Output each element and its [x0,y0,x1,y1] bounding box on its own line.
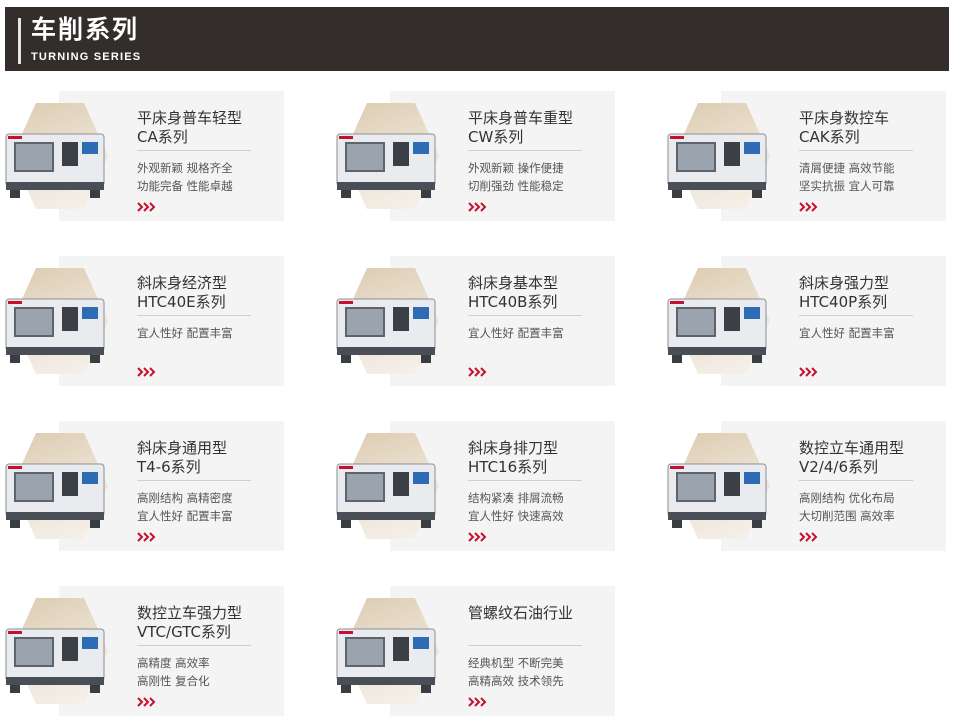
product-feature-line-1: 经典机型 不断完美 [468,656,564,670]
manual-lathe-icon[interactable] [0,116,110,201]
slant-bed-lathe-icon[interactable] [0,446,110,531]
more-arrows-icon[interactable] [799,202,819,212]
product-feature-line-2: 坚实抗振 宜人可靠 [799,179,895,193]
product-feature-line-1: 外观新颖 操作便捷 [468,161,564,175]
heavy-lathe-icon[interactable] [331,116,441,201]
product-card[interactable]: 数控立车通用型 V2/4/6系列 高刚结构 优化布局 大切削范围 高效率 [662,421,960,551]
product-feature-line-1: 高刚结构 高精密度 [137,491,233,505]
more-arrows-icon[interactable] [468,697,488,707]
title-underline [799,315,913,316]
more-arrows-icon[interactable] [799,367,819,377]
product-feature-line-2: 宜人性好 配置丰富 [137,509,233,523]
title-underline [799,480,913,481]
product-series[interactable]: V2/4/6系列 [799,458,878,476]
product-name[interactable]: 平床身普车重型 [468,109,574,127]
banner-divider [18,18,21,64]
gang-tool-lathe-icon[interactable] [331,446,441,531]
product-feature-line-1: 结构紧凑 排屑流畅 [468,491,564,505]
pipe-thread-lathe-icon[interactable] [331,611,441,696]
slant-bed-lathe-icon[interactable] [331,281,441,366]
product-series[interactable]: CW系列 [468,128,524,146]
product-card[interactable]: 数控立车强力型 VTC/GTC系列 高精度 高效率 高刚性 复合化 [0,586,300,716]
product-name[interactable]: 斜床身基本型 [468,274,559,292]
more-arrows-icon[interactable] [137,367,157,377]
product-series[interactable]: HTC16系列 [468,458,548,476]
product-name[interactable]: 数控立车强力型 [137,604,243,622]
product-card[interactable]: 斜床身排刀型 HTC16系列 结构紧凑 排屑流畅 宜人性好 快速高效 [331,421,631,551]
more-arrows-icon[interactable] [137,697,157,707]
title-underline [468,480,582,481]
section-banner: 车削系列 TURNING SERIES [5,7,949,71]
product-card[interactable]: 斜床身经济型 HTC40E系列 宜人性好 配置丰富 [0,256,300,386]
product-feature-line-1: 外观新颖 规格齐全 [137,161,233,175]
product-name[interactable]: 平床身数控车 [799,109,890,127]
slant-bed-lathe-icon[interactable] [662,281,772,366]
product-feature-line-2: 大切削范围 高效率 [799,509,895,523]
product-series[interactable]: CAK系列 [799,128,860,146]
section-title: 车削系列 [31,15,140,44]
title-underline [468,315,582,316]
product-feature-line-1: 宜人性好 配置丰富 [799,326,895,340]
product-series[interactable]: T4-6系列 [137,458,201,476]
product-name[interactable]: 斜床身排刀型 [468,439,559,457]
title-underline [137,150,251,151]
product-card[interactable]: 平床身普车轻型 CA系列 外观新颖 规格齐全 功能完备 性能卓越 [0,91,300,221]
product-feature-line-2: 高刚性 复合化 [137,674,210,688]
product-feature-line-2: 功能完备 性能卓越 [137,179,233,193]
more-arrows-icon[interactable] [468,532,488,542]
title-underline [137,645,251,646]
product-name[interactable]: 斜床身强力型 [799,274,890,292]
title-underline [799,150,913,151]
product-series[interactable]: HTC40P系列 [799,293,888,311]
product-card[interactable]: 斜床身强力型 HTC40P系列 宜人性好 配置丰富 [662,256,960,386]
more-arrows-icon[interactable] [468,202,488,212]
product-name[interactable]: 管螺纹石油行业 [468,604,574,622]
title-underline [468,150,582,151]
product-card[interactable]: 平床身普车重型 CW系列 外观新颖 操作便捷 切削强劲 性能稳定 [331,91,631,221]
slant-bed-lathe-icon[interactable] [0,281,110,366]
product-series[interactable]: CA系列 [137,128,188,146]
product-feature-line-2: 宜人性好 快速高效 [468,509,564,523]
section-subtitle: TURNING SERIES [31,51,142,63]
vertical-lathe-icon[interactable] [662,446,772,531]
product-feature-line-1: 高精度 高效率 [137,656,210,670]
product-feature-line-2: 高精高效 技术领先 [468,674,564,688]
product-feature-line-1: 宜人性好 配置丰富 [468,326,564,340]
product-name[interactable]: 平床身普车轻型 [137,109,243,127]
title-underline [137,480,251,481]
product-card[interactable]: 斜床身基本型 HTC40B系列 宜人性好 配置丰富 [331,256,631,386]
more-arrows-icon[interactable] [137,202,157,212]
product-card[interactable]: 平床身数控车 CAK系列 清屑便捷 高效节能 坚实抗振 宜人可靠 [662,91,960,221]
title-underline [137,315,251,316]
title-underline [468,645,582,646]
more-arrows-icon[interactable] [468,367,488,377]
product-card[interactable]: 管螺纹石油行业 经典机型 不断完美 高精高效 技术领先 [331,586,631,716]
cnc-lathe-icon[interactable] [662,116,772,201]
more-arrows-icon[interactable] [799,532,819,542]
product-series[interactable]: HTC40B系列 [468,293,558,311]
product-feature-line-1: 清屑便捷 高效节能 [799,161,895,175]
product-feature-line-1: 宜人性好 配置丰富 [137,326,233,340]
product-feature-line-2: 切削强劲 性能稳定 [468,179,564,193]
product-name[interactable]: 斜床身经济型 [137,274,228,292]
product-name[interactable]: 斜床身通用型 [137,439,228,457]
product-feature-line-1: 高刚结构 优化布局 [799,491,895,505]
product-card[interactable]: 斜床身通用型 T4-6系列 高刚结构 高精密度 宜人性好 配置丰富 [0,421,300,551]
product-series[interactable]: VTC/GTC系列 [137,623,231,641]
vertical-lathe-icon[interactable] [0,611,110,696]
product-series[interactable]: HTC40E系列 [137,293,226,311]
more-arrows-icon[interactable] [137,532,157,542]
product-name[interactable]: 数控立车通用型 [799,439,905,457]
